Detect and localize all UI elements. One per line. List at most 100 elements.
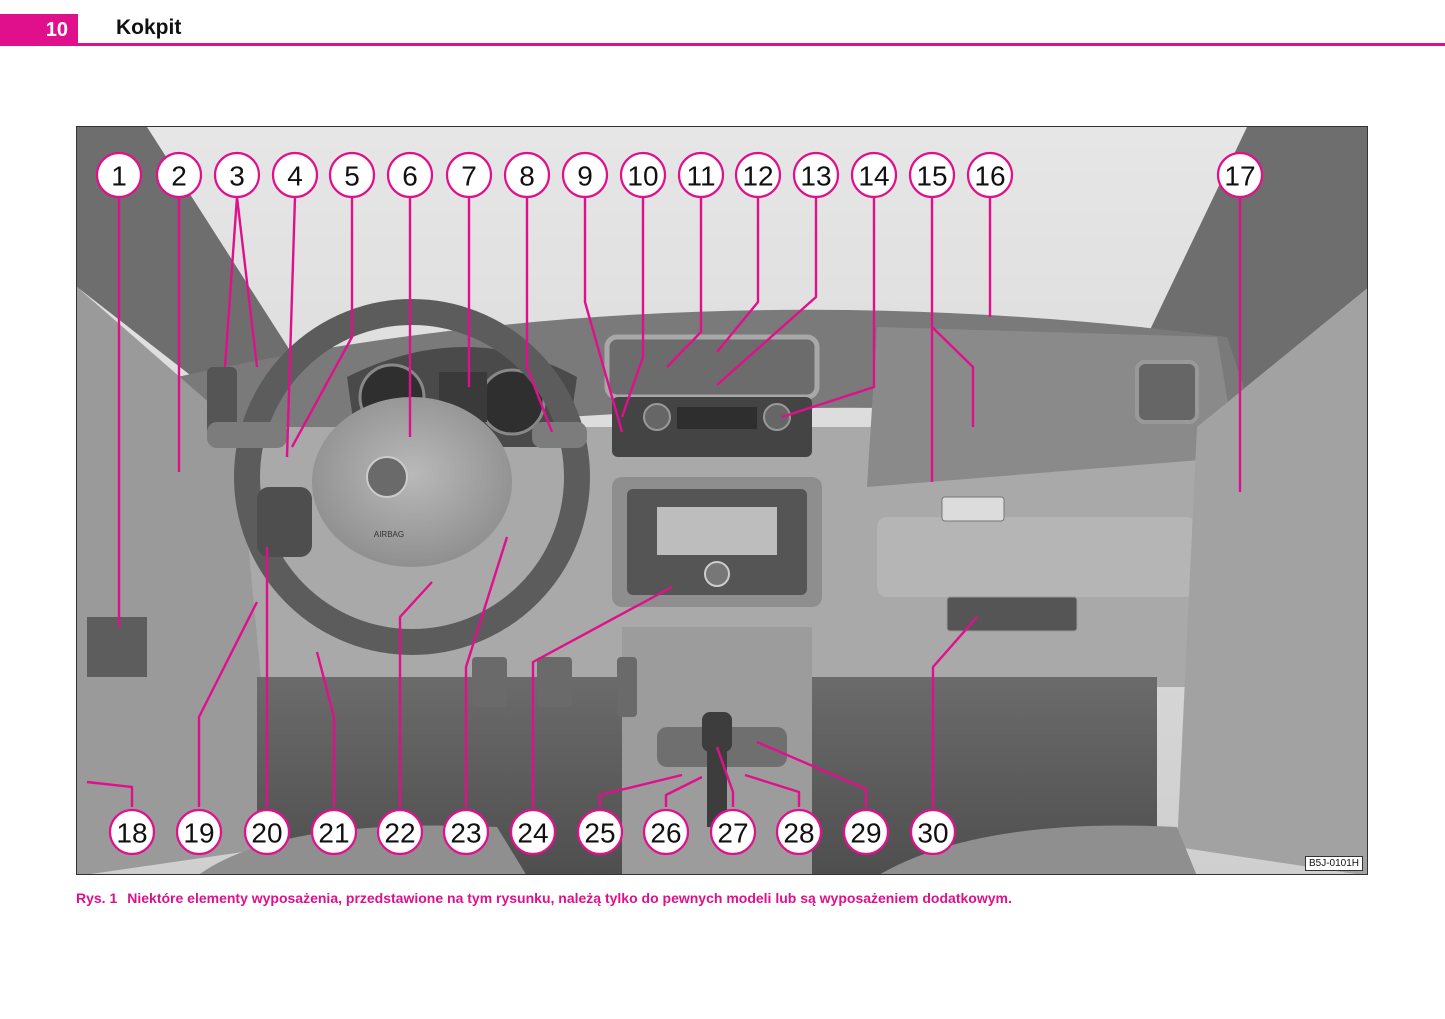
caption-text: Niektóre elementy wyposażenia, przedstaw… bbox=[127, 890, 1012, 906]
callout-3-text: 3 bbox=[229, 161, 245, 192]
callout-18-text: 18 bbox=[116, 818, 147, 849]
callout-15: 15 bbox=[908, 151, 956, 199]
callout-9: 9 bbox=[561, 151, 609, 199]
leader-lines bbox=[86, 196, 1242, 807]
callout-30: 30 bbox=[909, 808, 957, 856]
callout-8: 8 bbox=[503, 151, 551, 199]
callout-14-text: 14 bbox=[858, 161, 889, 192]
callout-11: 11 bbox=[677, 151, 725, 199]
callout-23-text: 23 bbox=[450, 818, 481, 849]
left-stalk bbox=[207, 422, 287, 448]
radio-knob bbox=[704, 561, 730, 587]
callout-30-text: 30 bbox=[917, 818, 948, 849]
callout-13-text: 13 bbox=[800, 161, 831, 192]
leader-28 bbox=[744, 773, 801, 807]
leader-5 bbox=[290, 197, 354, 448]
callout-27-text: 27 bbox=[717, 818, 748, 849]
callout-20-text: 20 bbox=[251, 818, 282, 849]
callout-16: 16 bbox=[966, 151, 1014, 199]
callout-3: 3 bbox=[213, 151, 261, 199]
callout-12: 12 bbox=[734, 151, 782, 199]
left-a-pillar bbox=[77, 127, 307, 427]
leader-10 bbox=[620, 197, 645, 418]
climate-display bbox=[677, 407, 757, 429]
leader-18 bbox=[86, 780, 134, 807]
passenger-seat bbox=[880, 825, 1197, 874]
leader-8 bbox=[525, 197, 554, 433]
airbag-marking: AIRBAG bbox=[374, 530, 404, 539]
leader-24 bbox=[531, 585, 673, 807]
leader-15b bbox=[931, 326, 975, 427]
radio-display bbox=[657, 507, 777, 555]
callout-24-text: 24 bbox=[517, 818, 548, 849]
callout-12-text: 12 bbox=[742, 161, 773, 192]
callout-7-text: 7 bbox=[461, 161, 477, 192]
callout-17-text: 17 bbox=[1224, 161, 1255, 192]
callout-25-text: 25 bbox=[584, 818, 615, 849]
steering-wheel-rim bbox=[234, 299, 590, 655]
callout-26: 26 bbox=[642, 808, 690, 856]
callout-22-text: 22 bbox=[384, 818, 415, 849]
callouts-top: 1 2 3 4 5 6 7 8 9 10 11 12 13 14 15 16 1… bbox=[95, 151, 1264, 199]
callout-2-text: 2 bbox=[171, 161, 187, 192]
gear-knob bbox=[702, 712, 732, 752]
callout-6: 6 bbox=[386, 151, 434, 199]
callout-13: 13 bbox=[792, 151, 840, 199]
callout-15-text: 15 bbox=[916, 161, 947, 192]
leader-9 bbox=[583, 197, 624, 433]
leader-3a bbox=[223, 196, 239, 368]
wheel-buttons bbox=[257, 487, 312, 557]
glovebox-area bbox=[877, 517, 1197, 597]
leader-30 bbox=[931, 616, 978, 807]
callout-25: 25 bbox=[576, 808, 624, 856]
cockpit-figure: AIRBAG bbox=[76, 126, 1368, 875]
callout-29-text: 29 bbox=[850, 818, 881, 849]
callout-19-text: 19 bbox=[183, 818, 214, 849]
page-header: 10 Kokpit bbox=[0, 0, 1445, 46]
header-rule bbox=[0, 43, 1445, 46]
leader-19 bbox=[197, 601, 259, 807]
callout-10-text: 10 bbox=[627, 161, 658, 192]
storage-slot bbox=[946, 596, 1078, 632]
callout-18: 18 bbox=[108, 808, 156, 856]
callout-29: 29 bbox=[842, 808, 890, 856]
figure-caption: Rys. 1 Niektóre elementy wyposażenia, prz… bbox=[76, 890, 1012, 906]
leader-4 bbox=[285, 196, 297, 458]
callout-8-text: 8 bbox=[519, 161, 535, 192]
callout-24: 24 bbox=[509, 808, 557, 856]
callout-17: 17 bbox=[1216, 151, 1264, 199]
callout-27: 27 bbox=[709, 808, 757, 856]
leader-3b bbox=[235, 196, 259, 368]
climate-knob-left bbox=[643, 403, 671, 431]
glovebox-handle bbox=[941, 496, 1005, 522]
leader-25 bbox=[598, 773, 683, 807]
caption-label: Rys. 1 bbox=[76, 890, 118, 906]
callout-5-text: 5 bbox=[344, 161, 360, 192]
callout-4-text: 4 bbox=[287, 161, 303, 192]
right-air-vent bbox=[1135, 360, 1199, 424]
leader-23 bbox=[464, 536, 509, 807]
leader-14 bbox=[781, 197, 876, 419]
clutch-pedal bbox=[472, 657, 507, 707]
leader-27 bbox=[715, 746, 735, 807]
leader-29 bbox=[756, 740, 868, 807]
callout-26-text: 26 bbox=[650, 818, 681, 849]
callout-1-text: 1 bbox=[111, 161, 127, 192]
leader-22 bbox=[398, 581, 433, 807]
callout-21-text: 21 bbox=[318, 818, 349, 849]
callout-10: 10 bbox=[619, 151, 667, 199]
callout-11-text: 11 bbox=[686, 161, 715, 192]
gear-boot bbox=[707, 747, 727, 827]
right-stalk bbox=[532, 422, 587, 448]
cockpit-illustration: AIRBAG bbox=[77, 127, 1367, 874]
callout-14: 14 bbox=[850, 151, 898, 199]
leader-11 bbox=[666, 197, 703, 368]
climate-knob-right bbox=[763, 403, 791, 431]
figure-code: B5J-0101H bbox=[1304, 856, 1363, 871]
leader-26 bbox=[664, 775, 703, 807]
accelerator-pedal bbox=[617, 657, 637, 717]
callout-28: 28 bbox=[775, 808, 823, 856]
steering-wheel-hub bbox=[312, 397, 512, 567]
callout-28-text: 28 bbox=[783, 818, 814, 849]
callout-7: 7 bbox=[445, 151, 493, 199]
